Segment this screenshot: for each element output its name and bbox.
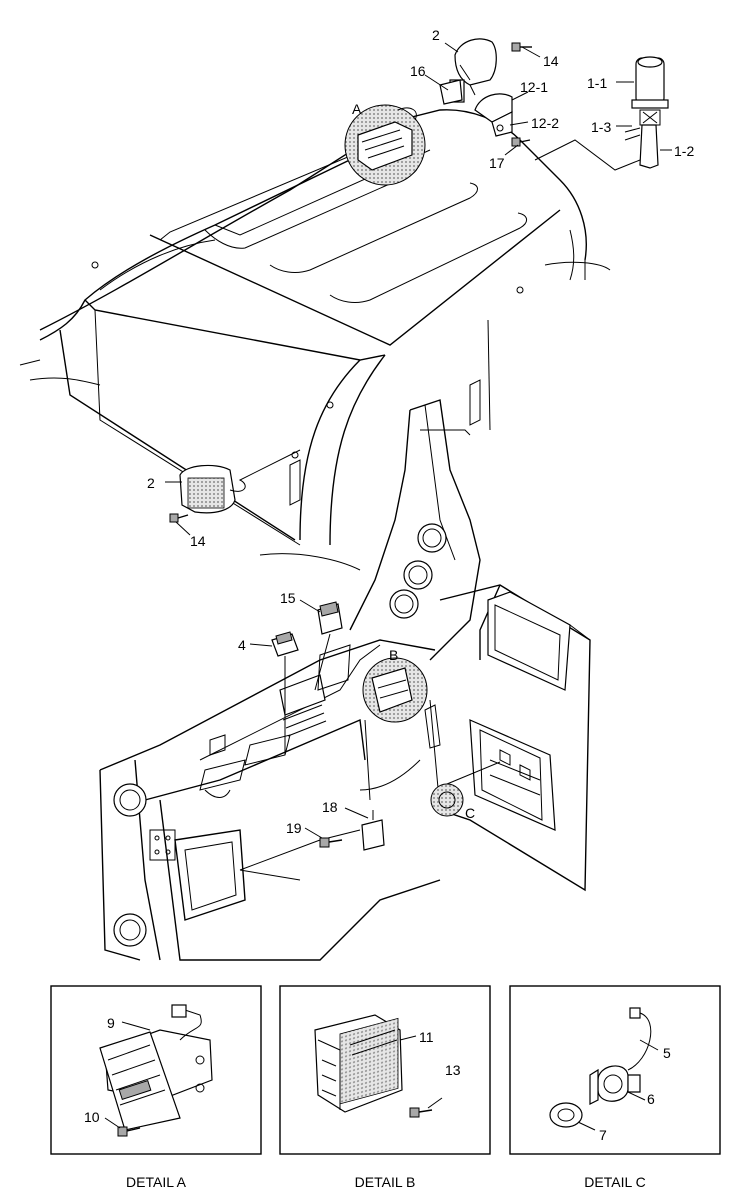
cab-roof — [19, 109, 611, 571]
label-2-top: 2 — [432, 27, 440, 43]
detail-c-box — [509, 985, 721, 1155]
label-16: 16 — [410, 63, 426, 79]
label-7: 7 — [599, 1127, 607, 1143]
detail-labels: 9 10 11 13 5 6 7 — [84, 1015, 671, 1143]
label-1-1: 1-1 — [587, 75, 607, 91]
label-5: 5 — [663, 1045, 671, 1061]
bolt-17 — [504, 137, 531, 156]
callout-c-circle — [430, 761, 501, 817]
lamp-housing-12 — [474, 91, 529, 137]
detail-a-caption: DETAIL A — [126, 1174, 187, 1190]
label-1-2: 1-2 — [674, 143, 694, 159]
detail-a-box — [50, 985, 262, 1155]
label-14-left: 14 — [190, 533, 206, 549]
label-6: 6 — [647, 1091, 655, 1107]
label-2-left: 2 — [147, 475, 155, 491]
label-13: 13 — [445, 1062, 461, 1078]
bolt-14-top — [511, 42, 541, 58]
label-1-3: 1-3 — [591, 119, 611, 135]
label-11: 11 — [419, 1029, 434, 1045]
label-18: 18 — [322, 799, 338, 815]
callout-a-circle — [344, 104, 426, 186]
label-12-2: 12-2 — [531, 115, 559, 131]
label-4: 4 — [238, 637, 246, 653]
cab-interior-panels — [99, 399, 591, 961]
callout-b-label: B — [389, 647, 398, 663]
label-14-top: 14 — [543, 53, 559, 69]
bolt-14-left — [169, 513, 191, 536]
callout-b-circle — [362, 657, 428, 723]
relay-18 — [344, 807, 385, 851]
detail-captions: DETAIL A DETAIL B DETAIL C — [126, 1174, 646, 1190]
switch-4 — [249, 631, 299, 755]
part-labels: 2 14 16 12-1 12-2 17 1-1 1-3 1-2 2 14 15… — [147, 27, 694, 836]
beacon-lamp — [534, 56, 672, 171]
callout-a-label: A — [352, 101, 362, 117]
bolt-19 — [304, 827, 343, 848]
label-10: 10 — [84, 1109, 100, 1125]
label-19: 19 — [286, 820, 302, 836]
detail-b-caption: DETAIL B — [355, 1174, 416, 1190]
label-9: 9 — [107, 1015, 115, 1031]
detail-b-box — [279, 985, 491, 1155]
label-12-1: 12-1 — [520, 79, 548, 95]
label-15: 15 — [280, 590, 296, 606]
label-17: 17 — [489, 155, 505, 171]
bracket-16 — [424, 74, 463, 105]
detail-c-caption: DETAIL C — [584, 1174, 645, 1190]
callout-c-label: C — [465, 805, 475, 821]
switch-15 — [299, 599, 343, 691]
work-lamp-left — [165, 449, 301, 514]
